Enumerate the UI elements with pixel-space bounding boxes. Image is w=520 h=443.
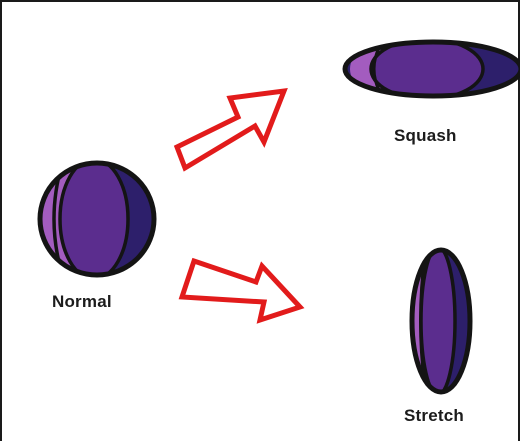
- normal-label: Normal: [52, 292, 112, 312]
- stretch-ball-mid-band: [421, 247, 455, 395]
- stretch-ball: [407, 247, 477, 397]
- squash-ball: [342, 39, 520, 100]
- arrow-to-stretch: [182, 261, 300, 320]
- stretch-label: Stretch: [404, 406, 464, 426]
- normal-ball: [32, 152, 162, 282]
- squash-label: Squash: [394, 126, 457, 146]
- arrow-to-squash: [177, 91, 284, 168]
- normal-ball-mid-band: [60, 159, 128, 279]
